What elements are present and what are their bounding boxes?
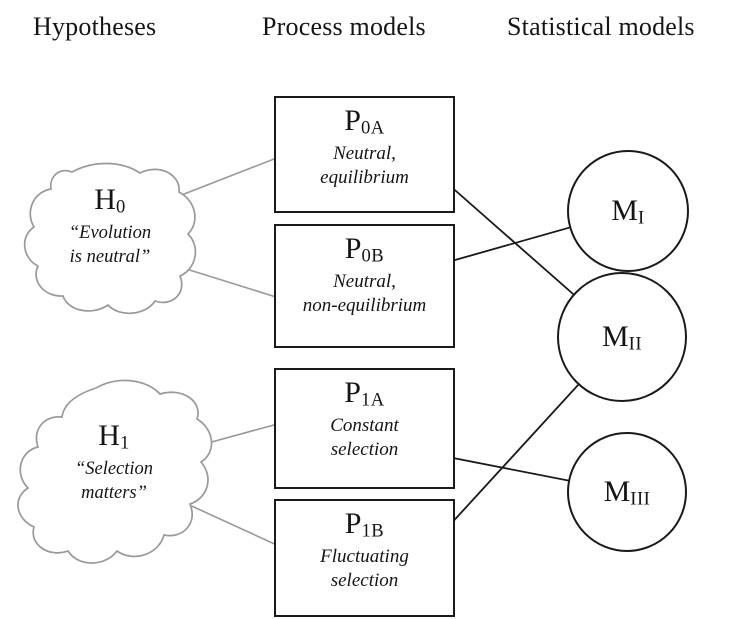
m2-subscript: II xyxy=(628,333,643,355)
p0b-subscript: 0B xyxy=(361,245,385,267)
m3-symbol: M xyxy=(603,474,631,508)
process-model-p1b-description: Fluctuating selection xyxy=(320,545,409,592)
process-model-p0b-description: Neutral, non-equilibrium xyxy=(302,270,427,317)
p1a-subscript: 1A xyxy=(360,389,385,411)
m1-subscript: I xyxy=(637,207,645,229)
p0a-symbol: P xyxy=(344,104,361,137)
process-model-p1b: P1B Fluctuating selection xyxy=(274,499,455,617)
hypothesis-h1: H1 “Selection matters” xyxy=(38,418,190,505)
m1-symbol: M xyxy=(611,193,638,227)
process-model-p1a-description: Constant selection xyxy=(330,414,399,461)
statistical-model-m2-label: MII xyxy=(602,319,642,356)
h1-symbol: H xyxy=(98,419,120,452)
h0-blob-outline xyxy=(23,162,197,314)
p0a-subscript: 0A xyxy=(360,117,385,139)
process-model-p0b: P0B Neutral, non-equilibrium xyxy=(274,224,455,348)
column-header-hypotheses: Hypotheses xyxy=(33,12,157,41)
statistical-model-m1-label: MI xyxy=(611,193,644,230)
p1b-symbol: P xyxy=(344,507,362,540)
p0b-symbol: P xyxy=(344,232,362,265)
process-model-p0b-label: P0B xyxy=(345,231,384,268)
h1-blob-outline xyxy=(17,379,213,564)
m2-symbol: M xyxy=(601,319,629,353)
column-header-statistical-models: Statistical models xyxy=(507,12,695,41)
h0-subscript: 0 xyxy=(115,196,126,218)
process-model-p0a-description: Neutral, equilibrium xyxy=(320,142,409,189)
statistical-model-m2: MII xyxy=(557,272,687,402)
hypothesis-h0-label: H0 xyxy=(40,182,180,219)
statistical-model-m3-label: MIII xyxy=(604,474,651,511)
h0-symbol: H xyxy=(94,183,116,216)
connector-h1-p1b xyxy=(171,496,293,553)
process-model-p1b-label: P1B xyxy=(345,506,384,543)
hypothesis-h0: H0 “Evolution is neutral” xyxy=(40,182,180,269)
hypothesis-h1-quote: “Selection matters” xyxy=(74,458,154,504)
p1b-subscript: 1B xyxy=(361,520,385,542)
process-model-p1a: P1A Constant selection xyxy=(274,368,455,489)
statistical-model-m1: MI xyxy=(567,150,689,272)
column-header-process-models: Process models xyxy=(262,12,426,41)
process-model-p1a-label: P1A xyxy=(344,375,384,412)
h1-subscript: 1 xyxy=(119,432,130,454)
hypothesis-h0-quote: “Evolution is neutral” xyxy=(68,222,152,268)
process-model-p0a: P0A Neutral, equilibrium xyxy=(274,96,455,213)
hypothesis-h1-label: H1 xyxy=(38,418,190,455)
m3-subscript: III xyxy=(630,488,651,510)
process-model-p0a-label: P0A xyxy=(344,103,384,140)
p1a-symbol: P xyxy=(344,376,361,409)
statistical-model-m3: MIII xyxy=(567,432,687,552)
